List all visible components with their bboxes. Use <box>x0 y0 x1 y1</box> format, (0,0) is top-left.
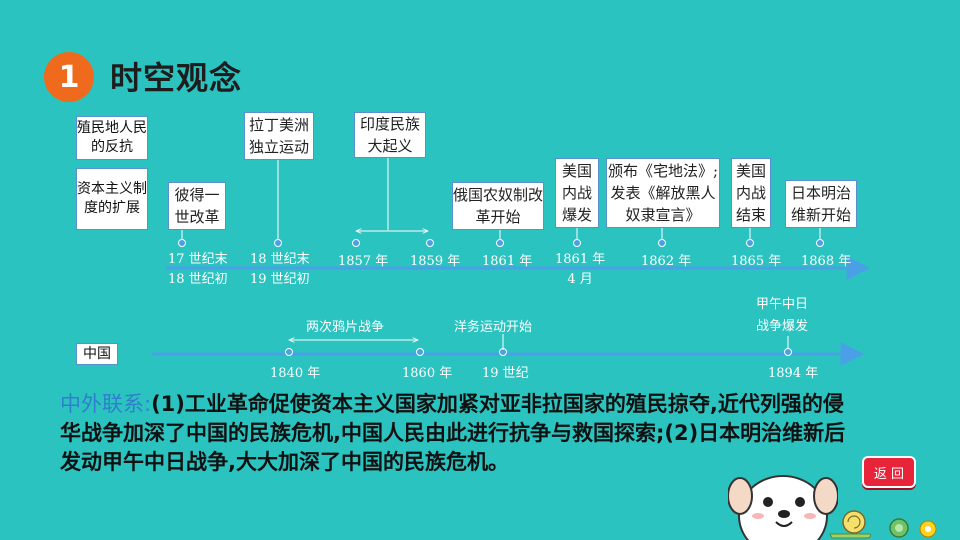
event-opium-wars: 两次鸦片战争 <box>306 320 385 335</box>
event-sino-japanese-war: 甲午中日战争爆发 <box>756 297 809 334</box>
tick-1868: 1868 年 <box>801 254 852 269</box>
china-tick-1894: 1894 年 <box>768 366 819 381</box>
event-peter-reform: 彼得一世改革 <box>168 182 226 230</box>
tick-1865: 1865 年 <box>731 254 782 269</box>
event-us-civil-war-start: 美国内战爆发 <box>555 158 599 228</box>
event-russian-serf-reform: 俄国农奴制改革开始 <box>452 182 544 230</box>
connection-paragraph: 中外联系:(1)工业革命促使资本主义国家加紧对亚非拉国家的殖民掠夺,近代列强的侵… <box>60 390 850 477</box>
event-westernization-movement: 洋务运动开始 <box>454 320 533 335</box>
tick-1861: 1861 年 <box>482 254 533 269</box>
section-title: 时空观念 <box>110 59 243 97</box>
china-tick-19c: 19 世纪 <box>482 366 529 381</box>
cartoon-dog-icon <box>728 475 838 540</box>
china-tick-1840: 1840 年 <box>270 366 321 381</box>
connection-label: 中外联系: <box>60 392 152 416</box>
event-meiji-restoration: 日本明治维新开始 <box>785 180 857 228</box>
china-tick-1860: 1860 年 <box>402 366 453 381</box>
label-colonial-resistance: 殖民地人民的反抗 <box>76 116 148 160</box>
event-latin-america-independence: 拉丁美洲独立运动 <box>244 112 314 160</box>
event-indian-uprising: 印度民族大起义 <box>354 112 426 158</box>
label-capitalist-expansion: 资本主义制度的扩展 <box>76 168 148 230</box>
connection-text: (1)工业革命促使资本主义国家加紧对亚非拉国家的殖民掠夺,近代列强的侵华战争加深… <box>60 392 846 474</box>
event-homestead-emancipation: 颁布《宅地法》;发表《解放黑人奴隶宣言》 <box>606 158 720 228</box>
shell-icon <box>889 518 909 538</box>
tick-1857: 1857 年 <box>338 254 389 269</box>
tick-1859: 1859 年 <box>410 254 461 269</box>
event-us-civil-war-end: 美国内战结束 <box>731 158 771 228</box>
tick-1862: 1862 年 <box>641 254 692 269</box>
section-number-badge: 1 <box>44 52 94 102</box>
label-china: 中国 <box>76 343 118 365</box>
flower-icon <box>919 520 937 538</box>
snail-icon <box>829 510 871 539</box>
back-button[interactable]: 返 回 <box>862 456 916 488</box>
